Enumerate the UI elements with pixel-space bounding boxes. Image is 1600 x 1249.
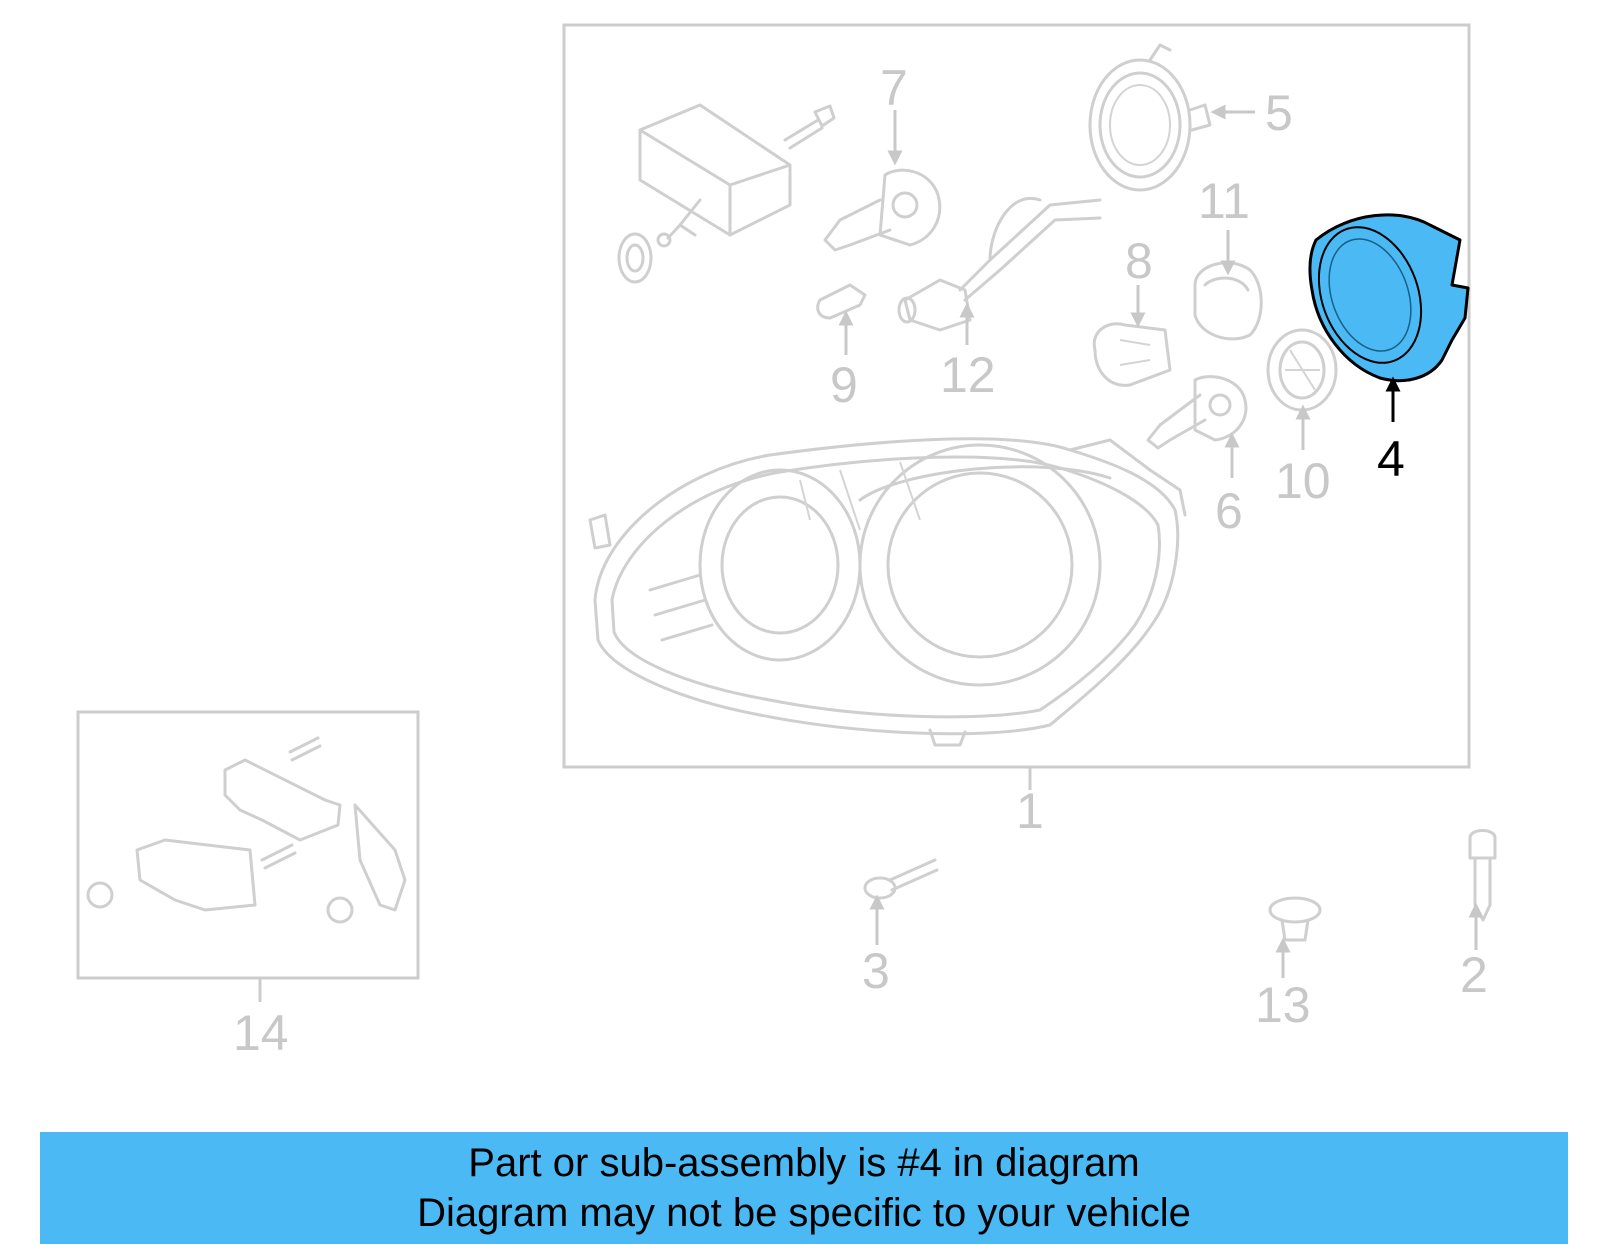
socket-11 (1193, 261, 1263, 341)
socket-12 (897, 196, 1102, 332)
assembly-frame-14 (76, 710, 420, 980)
callout-2: 2 (1460, 947, 1488, 1003)
callout-5: 5 (1265, 85, 1293, 141)
callout-10: 10 (1275, 453, 1331, 509)
callout-6: 6 (1215, 483, 1243, 539)
screw-2 (1468, 829, 1497, 922)
banner-line-disclaimer: Diagram may not be specific to your vehi… (417, 1191, 1191, 1235)
callout-13: 13 (1255, 977, 1311, 1033)
screw-3 (863, 858, 939, 900)
callout-1: 1 (1016, 783, 1044, 839)
leveling-motor (617, 103, 792, 284)
bulb-7 (823, 168, 942, 252)
bracket-set-14 (86, 736, 407, 924)
bulb-6 (1146, 375, 1248, 450)
headlamp-housing (588, 437, 1187, 747)
info-banner: Part or sub-assembly is #4 in diagram Di… (40, 1132, 1568, 1244)
assembly-frame-1 (562, 23, 1471, 769)
callout-12: 12 (940, 347, 996, 403)
banner-line-part: Part or sub-assembly is #4 in diagram (468, 1141, 1140, 1185)
bulb-9 (816, 283, 867, 320)
cap-10 (1266, 328, 1338, 412)
callout-11: 11 (1198, 173, 1250, 229)
dust-cap-4 (1308, 213, 1470, 383)
bulb-8 (1092, 322, 1172, 387)
callout-9: 9 (830, 357, 858, 413)
callout-7: 7 (880, 60, 908, 116)
callout-8: 8 (1125, 233, 1153, 289)
callout-4: 4 (1377, 431, 1405, 487)
clip-13 (1268, 896, 1322, 942)
callout-3: 3 (862, 943, 890, 999)
screw-top (783, 104, 836, 150)
retaining-ring-5 (1088, 43, 1212, 192)
callout-14: 14 (233, 1005, 289, 1061)
